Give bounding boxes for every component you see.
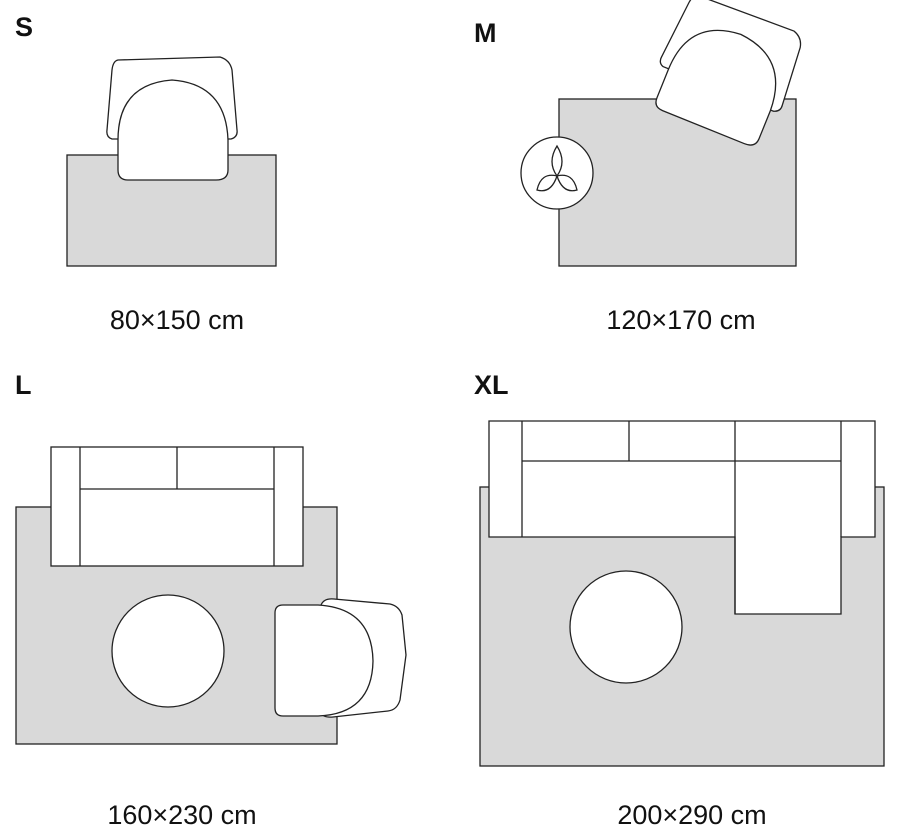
- round-table-icon: [569, 570, 683, 684]
- panel-m: [520, 0, 802, 267]
- armchair-icon: [274, 598, 407, 718]
- sofa-icon: [50, 446, 304, 567]
- potted-plant-icon: [520, 136, 594, 210]
- panel-xl: [479, 420, 885, 767]
- panel-l: [15, 446, 407, 745]
- corner-sofa-icon: [488, 420, 876, 615]
- size-label-xl: XL: [474, 370, 509, 400]
- dimension-label-xl: 200×290 cm: [617, 800, 767, 830]
- size-label-s: S: [15, 12, 34, 42]
- dimension-label-l: 160×230 cm: [107, 800, 257, 830]
- armchair-icon: [655, 0, 802, 146]
- armchair-icon: [106, 56, 238, 181]
- size-label-l: L: [15, 370, 32, 400]
- size-label-m: M: [474, 18, 497, 48]
- round-table-icon: [111, 594, 225, 708]
- dimension-label-m: 120×170 cm: [606, 305, 756, 335]
- dimension-label-s: 80×150 cm: [109, 305, 245, 335]
- panel-s: [66, 56, 277, 267]
